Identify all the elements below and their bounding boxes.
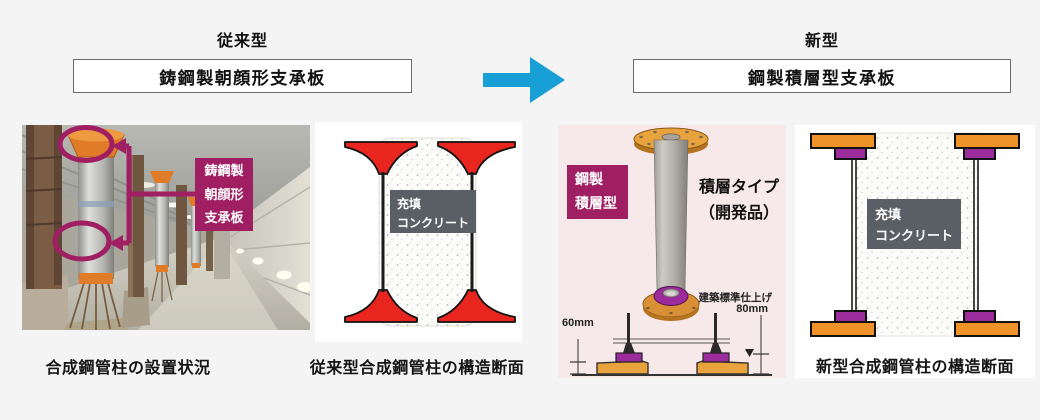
steel-laminated-label-line: 鋼製	[575, 171, 603, 187]
laminated-render-illustration	[570, 127, 772, 376]
base-plate-drawing	[570, 313, 772, 376]
annotation-connector	[52, 125, 197, 262]
laminated-type-text: 積層タイプ （開発品）	[693, 175, 785, 228]
new-type-box: 鋼製積層型支承板	[633, 59, 1011, 93]
tunnel-photo-illustration	[22, 125, 310, 330]
laminated-bearing-assemblies	[810, 133, 1020, 337]
conventional-type-box: 鋳鋼製朝顔形支承板	[73, 59, 412, 93]
fill-concrete-line: 充填	[875, 207, 902, 222]
laminated-type-line: （開発品）	[698, 205, 779, 223]
steel-pipe-walls-new	[851, 147, 979, 323]
steel-h-column-front	[22, 125, 68, 330]
casting-bearing-label: 鋳鋼製 朝顔形 支承板	[195, 158, 253, 231]
photo-caption: 合成鋼管柱の設置状況	[45, 360, 211, 377]
tunnel-photo-panel: 鋳鋼製 朝顔形 支承板	[22, 125, 310, 330]
casting-bearing-label-line: 支承板	[204, 210, 244, 226]
level-mark-icon	[745, 349, 754, 357]
annotation-arrowhead-bottom	[109, 235, 123, 251]
steel-laminated-label-line: 積層型	[575, 194, 617, 211]
laminated-type-line: 積層タイプ	[698, 179, 779, 196]
casting-bearing-label-line: 朝顔形	[204, 186, 244, 202]
new-section-panel: 充填 コンクリート 新型合成鋼管柱の構造断面	[795, 125, 1035, 378]
fill-concrete-line: コンクリート	[875, 227, 954, 243]
conventional-type-box-label: 鋳鋼製朝顔形支承板	[159, 68, 326, 88]
annotation-arrowhead-top	[112, 138, 126, 154]
column-shaft	[653, 139, 689, 291]
bearing-annotation-ellipse-top	[57, 125, 115, 163]
conventional-section-caption: 従来型合成鋼管柱の構造断面	[309, 360, 525, 377]
conventional-section-panel: 充填 コンクリート	[315, 122, 522, 342]
casting-bearing-label-line: 鋳鋼製	[204, 163, 244, 178]
fill-concrete-line: 充填	[397, 197, 422, 211]
steel-laminated-label: 鋼製 積層型	[567, 165, 628, 219]
morning-glory-bearings	[344, 141, 516, 323]
new-section-caption: 新型合成鋼管柱の構造断面	[815, 359, 1014, 376]
conventional-title: 従来型	[216, 33, 268, 50]
laminated-render-panel: 鋼製 積層型 積層タイプ （開発品） 60mm 建築標準仕上げ 80mm	[558, 125, 786, 378]
fill-concrete-label-conventional: 充填 コンクリート	[390, 190, 476, 233]
dim-80mm-label: 80mm	[736, 303, 768, 315]
new-title: 新型	[804, 33, 839, 50]
fill-concrete-line: コンクリート	[397, 215, 470, 230]
dim-60mm-label: 60mm	[562, 317, 594, 329]
new-type-box-label: 鋼製積層型支承板	[748, 68, 896, 88]
bottom-flange-laminated-bearing	[642, 286, 700, 321]
finish-standard-label: 建築標準仕上げ	[698, 292, 773, 304]
transition-arrow-icon	[483, 57, 565, 103]
bearing-annotation-ellipse-bottom	[52, 220, 112, 262]
fill-concrete-label-new: 充填 コンクリート	[867, 199, 961, 249]
